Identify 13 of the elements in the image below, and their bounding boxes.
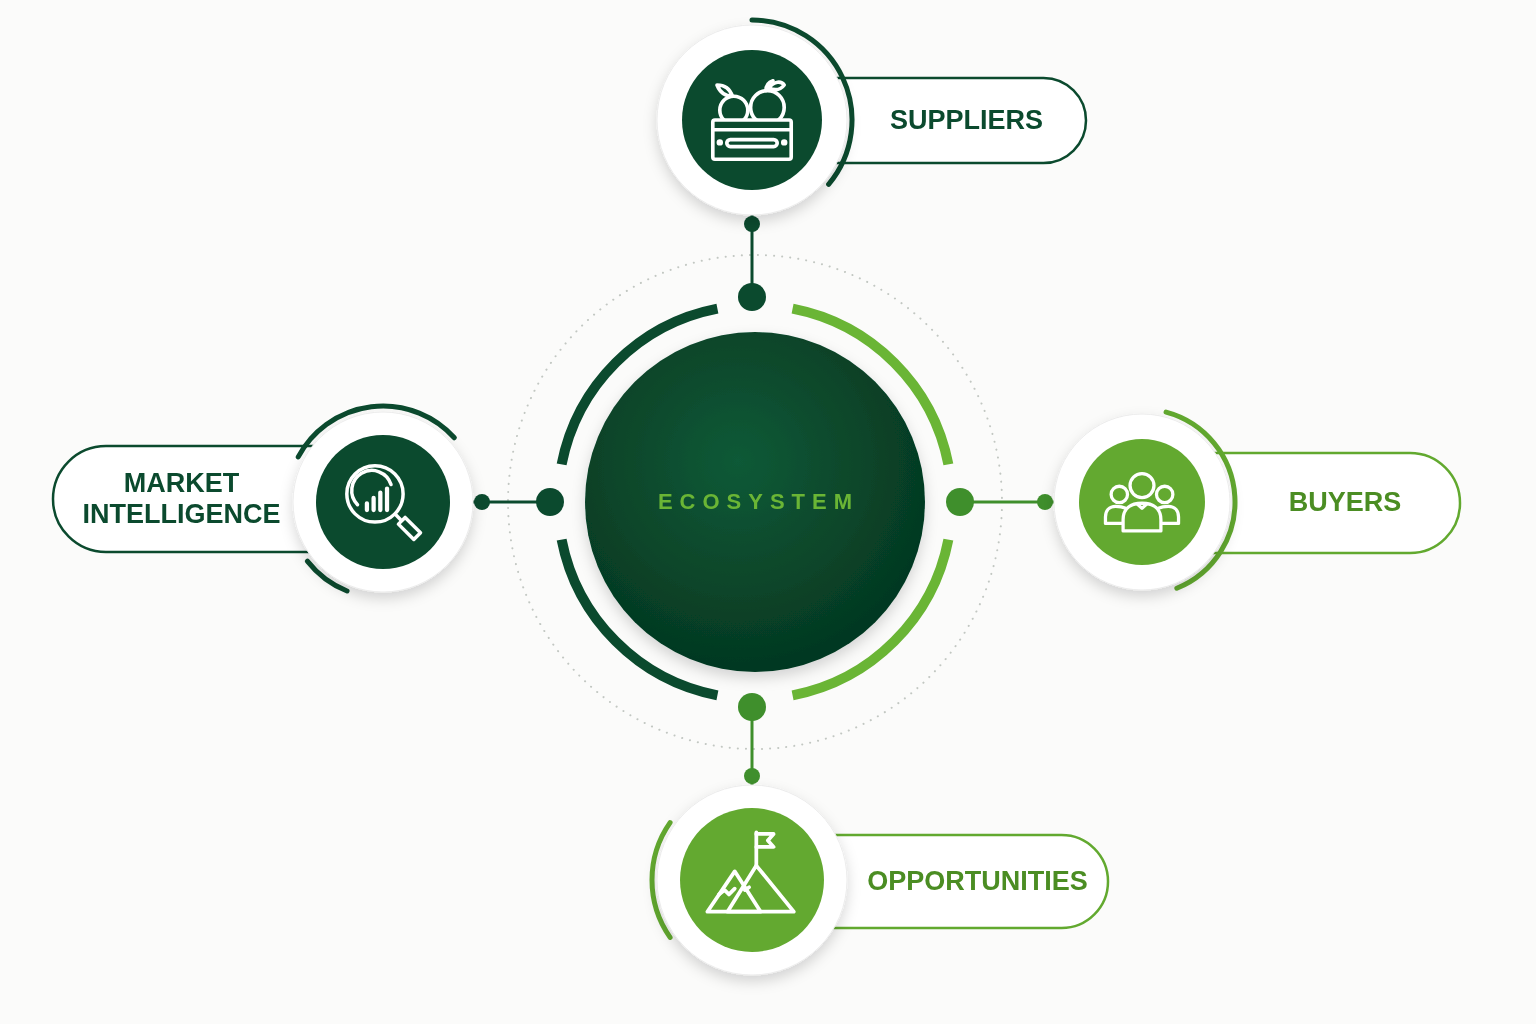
node-label: MARKET INTELLIGENCE [81, 467, 282, 531]
category-node [51, 403, 473, 594]
connector-line [738, 215, 766, 311]
connector-line [473, 488, 564, 516]
connector-line [738, 693, 766, 785]
node-label: SUPPLIERS [889, 104, 1043, 136]
node-label: BUYERS [1288, 487, 1402, 519]
category-node [657, 17, 1088, 215]
node-label: OPPORTUNITIES [867, 865, 1088, 897]
connector-line [946, 488, 1054, 516]
hub-label: ECOSYSTEM [656, 489, 860, 515]
category-node [1054, 409, 1462, 591]
category-node [649, 785, 1110, 975]
